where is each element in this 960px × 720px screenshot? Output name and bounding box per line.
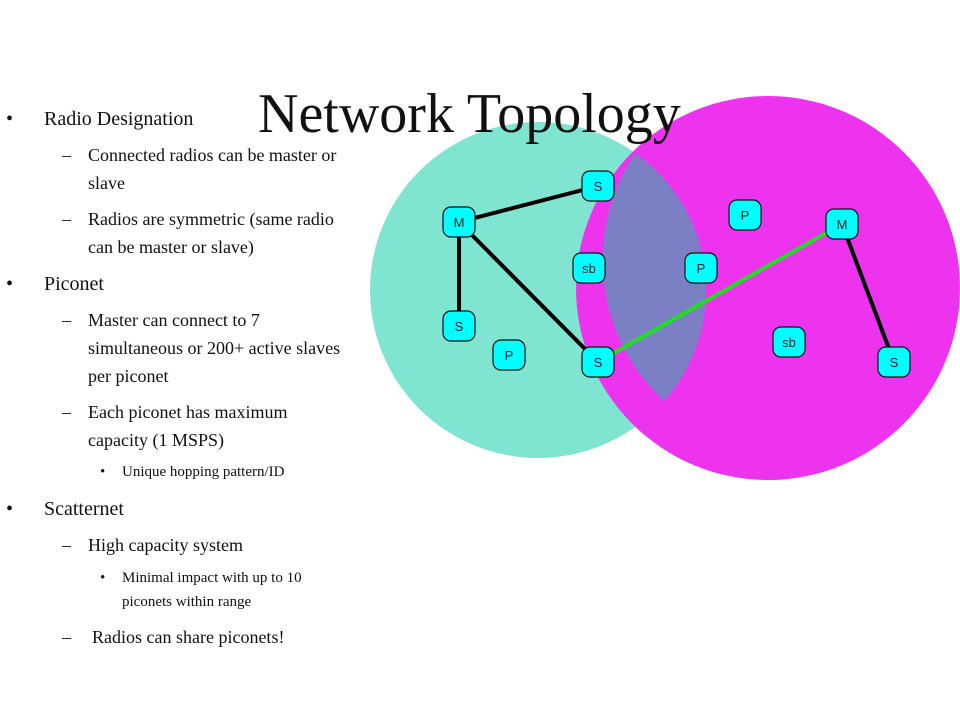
- bullet-marker: •: [6, 498, 14, 520]
- node-parked-right: P: [728, 199, 762, 231]
- node-master-left: M: [442, 206, 476, 238]
- sub-bullet-connected-line-2: slave: [88, 173, 125, 193]
- bullet-radio-designation: Radio Designation: [44, 108, 194, 130]
- svg-text:M: M: [454, 215, 465, 230]
- node-standby-right: sb: [772, 326, 806, 358]
- svg-text:S: S: [594, 355, 603, 370]
- node-parked-center: P: [684, 252, 718, 284]
- sub-bullet-share-piconets: Radios can share piconets!: [92, 627, 285, 647]
- sub-sub-bullet-impact-line-1: Minimal impact with up to 10: [122, 570, 302, 586]
- node-master-right: M: [825, 208, 859, 240]
- svg-text:P: P: [697, 261, 706, 276]
- svg-text:S: S: [890, 355, 899, 370]
- dash-marker: –: [62, 627, 71, 647]
- sub-bullet-high-capacity: High capacity system: [88, 535, 243, 555]
- svg-text:P: P: [741, 208, 750, 223]
- dash-marker: –: [62, 402, 71, 422]
- dash-marker: –: [62, 145, 71, 165]
- piconet-overlap-region: [602, 153, 707, 402]
- sub-bullet-master-line-3: per piconet: [88, 366, 169, 386]
- bullet-marker: •: [100, 464, 106, 480]
- dash-marker: –: [62, 209, 71, 229]
- node-slave-top: S: [581, 170, 615, 202]
- node-slave-shared: S: [581, 346, 615, 378]
- svg-text:sb: sb: [782, 335, 796, 350]
- bullet-piconet: Piconet: [44, 273, 104, 295]
- bullet-marker: •: [6, 273, 14, 295]
- svg-text:S: S: [594, 179, 603, 194]
- svg-text:sb: sb: [582, 261, 596, 276]
- sub-bullet-connected-line-1: Connected radios can be master or: [88, 145, 337, 165]
- sub-bullet-capacity-line-2: capacity (1 MSPS): [88, 430, 224, 450]
- sub-bullet-capacity-line-1: Each piconet has maximum: [88, 402, 288, 422]
- node-parked-left: P: [492, 339, 526, 371]
- sub-sub-bullet-hopping: Unique hopping pattern/ID: [122, 464, 285, 480]
- node-slave-left: S: [442, 310, 476, 342]
- svg-text:M: M: [837, 217, 848, 232]
- node-standby-left: sb: [572, 252, 606, 284]
- bullet-list: • Radio Designation – Connected radios c…: [0, 0, 430, 720]
- svg-text:P: P: [505, 348, 514, 363]
- slide-title: Network Topology: [258, 83, 681, 145]
- bullet-marker: •: [100, 570, 106, 586]
- node-slave-right: S: [877, 346, 911, 378]
- bullet-marker: •: [6, 108, 14, 130]
- bullet-scatternet: Scatternet: [44, 498, 124, 520]
- sub-bullet-symmetric-line-1: Radios are symmetric (same radio: [88, 209, 334, 229]
- sub-bullet-symmetric-line-2: can be master or slave): [88, 237, 254, 257]
- scatternet-link-s3-m2: [597, 222, 843, 364]
- svg-text:S: S: [455, 319, 464, 334]
- dash-marker: –: [62, 535, 71, 555]
- sub-bullet-master-line-1: Master can connect to 7: [88, 310, 260, 330]
- dash-marker: –: [62, 310, 71, 330]
- sub-sub-bullet-impact-line-2: piconets within range: [122, 594, 252, 610]
- link-m1-s3: [457, 220, 600, 364]
- link-m2-s4: [840, 223, 896, 363]
- link-m1-s1: [458, 184, 599, 224]
- sub-bullet-master-line-2: simultaneous or 200+ active slaves: [88, 338, 341, 358]
